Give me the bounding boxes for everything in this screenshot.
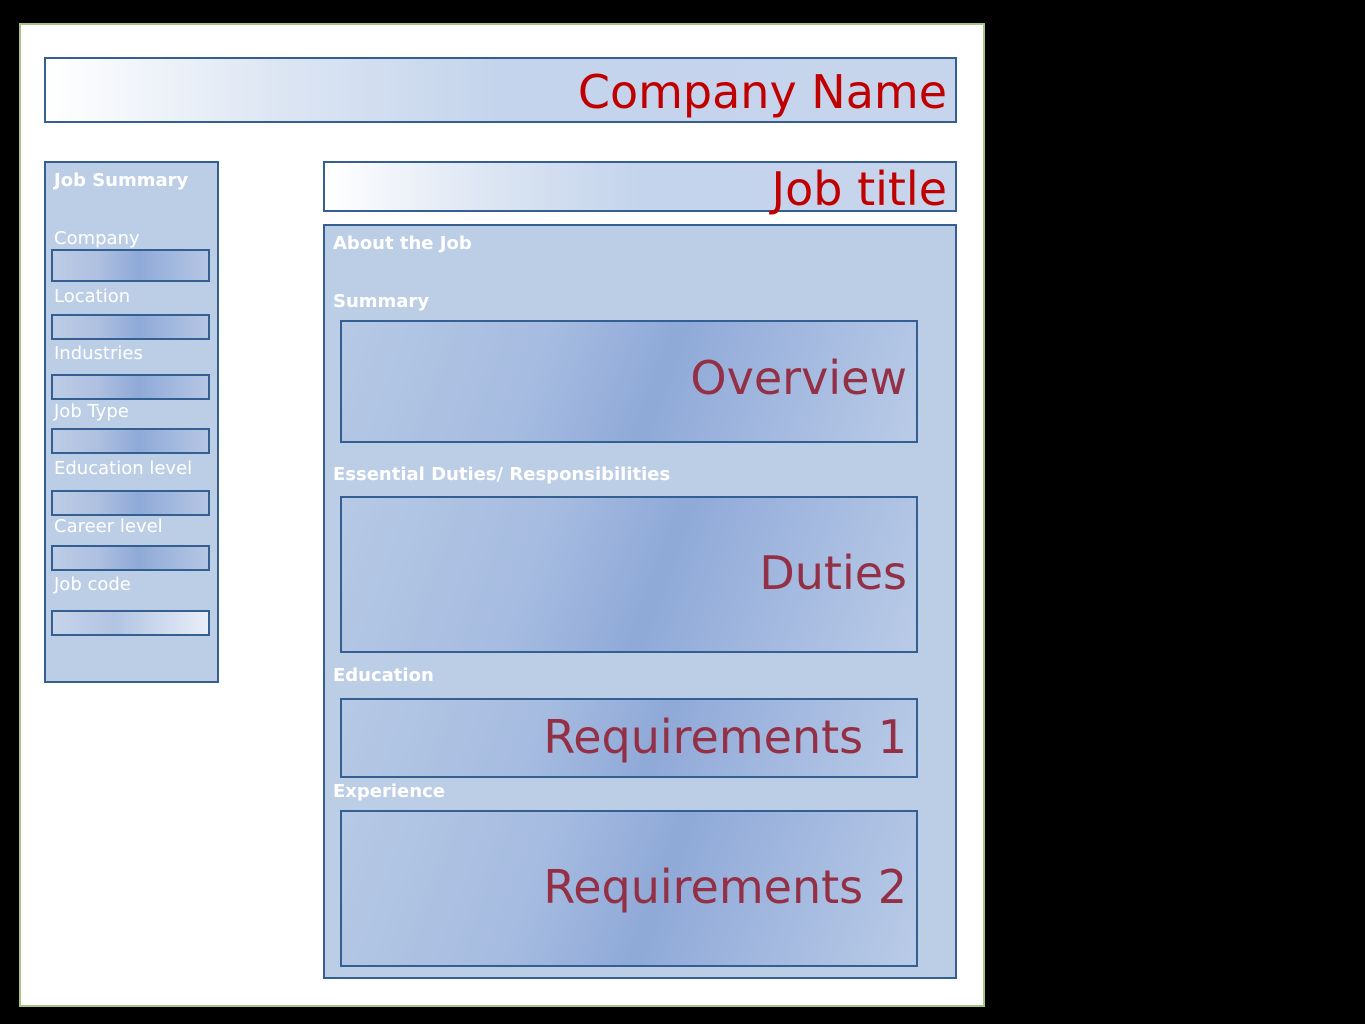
location-field[interactable] bbox=[51, 314, 210, 340]
requirements-1-text: Requirements 1 bbox=[543, 710, 907, 764]
job-title-banner: Job title bbox=[323, 161, 957, 216]
industries-field[interactable] bbox=[51, 374, 210, 400]
company-name-banner: Company Name bbox=[44, 57, 957, 123]
job-summary-panel: Job Summary Company Location Industries … bbox=[44, 161, 219, 683]
location-label: Location bbox=[54, 286, 131, 307]
company-name: Company Name bbox=[577, 65, 947, 119]
experience-label: Experience bbox=[333, 781, 445, 802]
about-the-job-panel: About the Job Summary Overview Essential… bbox=[323, 224, 957, 979]
career-level-label: Career level bbox=[54, 516, 163, 537]
summary-label: Summary bbox=[333, 291, 430, 312]
job-code-label: Job code bbox=[54, 574, 131, 595]
duties-box[interactable]: Duties bbox=[340, 496, 918, 653]
requirements-2-text: Requirements 2 bbox=[543, 860, 907, 914]
about-the-job-heading: About the Job bbox=[333, 233, 472, 254]
requirements-1-box[interactable]: Requirements 1 bbox=[340, 698, 918, 778]
job-type-label: Job Type bbox=[54, 401, 129, 422]
duties-text: Duties bbox=[759, 546, 907, 600]
company-label: Company bbox=[54, 228, 140, 249]
job-posting-page: Company Name Job title Job Summary Compa… bbox=[19, 23, 985, 1007]
duties-label: Essential Duties/ Responsibilities bbox=[333, 464, 671, 485]
job-summary-heading: Job Summary bbox=[54, 170, 189, 191]
job-title: Job title bbox=[771, 162, 947, 216]
job-type-field[interactable] bbox=[51, 428, 210, 454]
job-code-field[interactable] bbox=[51, 610, 210, 636]
education-label: Education bbox=[333, 665, 434, 686]
education-level-field[interactable] bbox=[51, 490, 210, 516]
overview-text: Overview bbox=[690, 351, 907, 405]
industries-label: Industries bbox=[54, 343, 143, 364]
career-level-field[interactable] bbox=[51, 545, 210, 571]
requirements-2-box[interactable]: Requirements 2 bbox=[340, 810, 918, 967]
education-level-label: Education level bbox=[54, 458, 193, 479]
overview-box[interactable]: Overview bbox=[340, 320, 918, 443]
company-field[interactable] bbox=[51, 249, 210, 282]
